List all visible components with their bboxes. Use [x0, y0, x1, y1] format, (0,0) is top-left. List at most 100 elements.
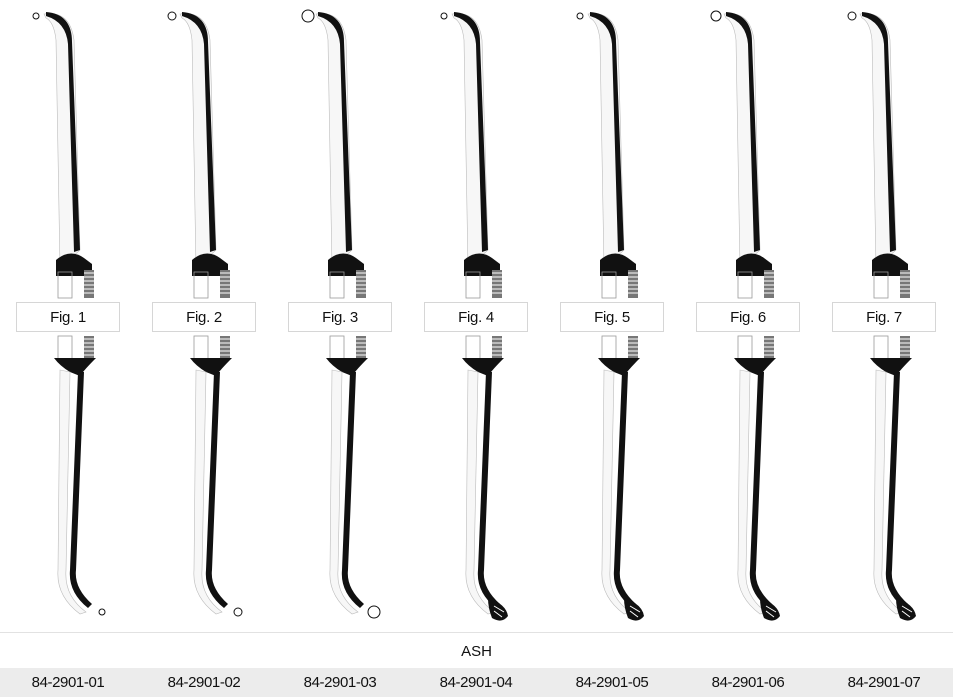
product-code: 84-2901-06 [711, 674, 785, 691]
upper-shank [182, 12, 216, 252]
upper-shank [726, 12, 760, 252]
brand-label: ASH [461, 642, 492, 660]
blade-highlight [493, 610, 503, 618]
figure-label: Fig. 1 [16, 302, 120, 332]
lower-ferrule [462, 358, 504, 376]
instrument-figure: Fig. 7 [816, 0, 952, 632]
lower-tip-circle [367, 605, 381, 619]
brand-row: ASH [0, 632, 953, 669]
figure-label: Fig. 7 [832, 302, 936, 332]
instrument-drawing [167, 11, 243, 617]
lower-ferrule [326, 358, 368, 376]
blade-highlight [901, 605, 913, 613]
lower-shank-outline [329, 369, 359, 615]
lower-tip-circle [98, 608, 106, 616]
lower-grip-left [329, 335, 345, 361]
lower-ferrule [734, 358, 776, 376]
upper-grip-right [628, 270, 638, 298]
lower-tip-blade [896, 598, 916, 621]
lower-grip-right [900, 336, 910, 360]
instrument-drawing [32, 12, 106, 616]
figure-label: Fig. 6 [696, 302, 800, 332]
blade-highlight [901, 610, 911, 618]
upper-tip-circle [32, 12, 40, 20]
lower-shank [885, 372, 908, 608]
lower-shank [613, 372, 636, 608]
lower-shank [205, 372, 228, 608]
lower-tip-blade [760, 598, 780, 621]
lower-ferrule [190, 358, 232, 376]
blade-highlight [629, 605, 641, 613]
upper-grip-left [57, 271, 73, 299]
upper-ferrule [192, 253, 228, 276]
lower-ferrule [54, 358, 96, 376]
lower-shank [477, 372, 500, 608]
upper-grip-left [465, 271, 481, 299]
upper-tip-circle [847, 11, 857, 21]
lower-grip-right [84, 336, 94, 360]
upper-grip-right [764, 270, 774, 298]
upper-grip-left [737, 271, 753, 299]
product-code: 84-2901-03 [303, 674, 377, 691]
product-code: 84-2901-07 [847, 674, 921, 691]
figure-label: Fig. 4 [424, 302, 528, 332]
instrument-drawing [440, 12, 508, 621]
instrument-figure: Fig. 2 [136, 0, 272, 632]
lower-grip-left [737, 335, 753, 361]
upper-grip-right [84, 270, 94, 298]
lower-grip-right [764, 336, 774, 360]
instrument-figure: Fig. 1 [0, 0, 136, 632]
upper-tip-circle [440, 12, 448, 20]
instrument-figure: Fig. 4 [408, 0, 544, 632]
upper-grip-right [356, 270, 366, 298]
lower-grip-left [465, 335, 481, 361]
upper-tip-circle [167, 11, 177, 21]
instrument-drawing [301, 9, 381, 619]
upper-grip-right [220, 270, 230, 298]
instrument-figure: Fig. 3 [272, 0, 408, 632]
lower-ferrule [870, 358, 912, 376]
blade-highlight [493, 605, 505, 613]
lower-grip-right [220, 336, 230, 360]
upper-shank [590, 12, 624, 252]
lower-grip-right [492, 336, 502, 360]
lower-grip-right [356, 336, 366, 360]
upper-grip-left [873, 271, 889, 299]
upper-ferrule [464, 253, 500, 276]
upper-ferrule [328, 253, 364, 276]
lower-shank [749, 372, 772, 608]
lower-shank-outline [193, 369, 223, 615]
lower-tip-blade [624, 598, 644, 621]
upper-tip-circle [301, 9, 315, 23]
upper-tip-circle [576, 12, 584, 20]
upper-ferrule [56, 253, 92, 276]
instrument-drawing [847, 11, 916, 621]
lower-grip-left [193, 335, 209, 361]
upper-grip-right [900, 270, 910, 298]
upper-shank [46, 12, 80, 252]
upper-shank [862, 12, 896, 252]
instrument-drawing [576, 12, 644, 621]
upper-ferrule [600, 253, 636, 276]
upper-grip-left [601, 271, 617, 299]
lower-grip-left [57, 335, 73, 361]
upper-ferrule [736, 253, 772, 276]
lower-ferrule [598, 358, 640, 376]
lower-tip-circle [233, 607, 243, 617]
blade-highlight [765, 605, 777, 613]
upper-shank [454, 12, 488, 252]
blade-highlight [629, 610, 639, 618]
instrument-figure: Fig. 5 [544, 0, 680, 632]
lower-grip-right [628, 336, 638, 360]
upper-grip-left [329, 271, 345, 299]
product-code: 84-2901-02 [167, 674, 241, 691]
figure-label: Fig. 5 [560, 302, 664, 332]
lower-shank [69, 372, 92, 608]
product-code: 84-2901-05 [575, 674, 649, 691]
instrument-figure: Fig. 6 [680, 0, 816, 632]
blade-highlight [765, 610, 775, 618]
upper-ferrule [872, 253, 908, 276]
